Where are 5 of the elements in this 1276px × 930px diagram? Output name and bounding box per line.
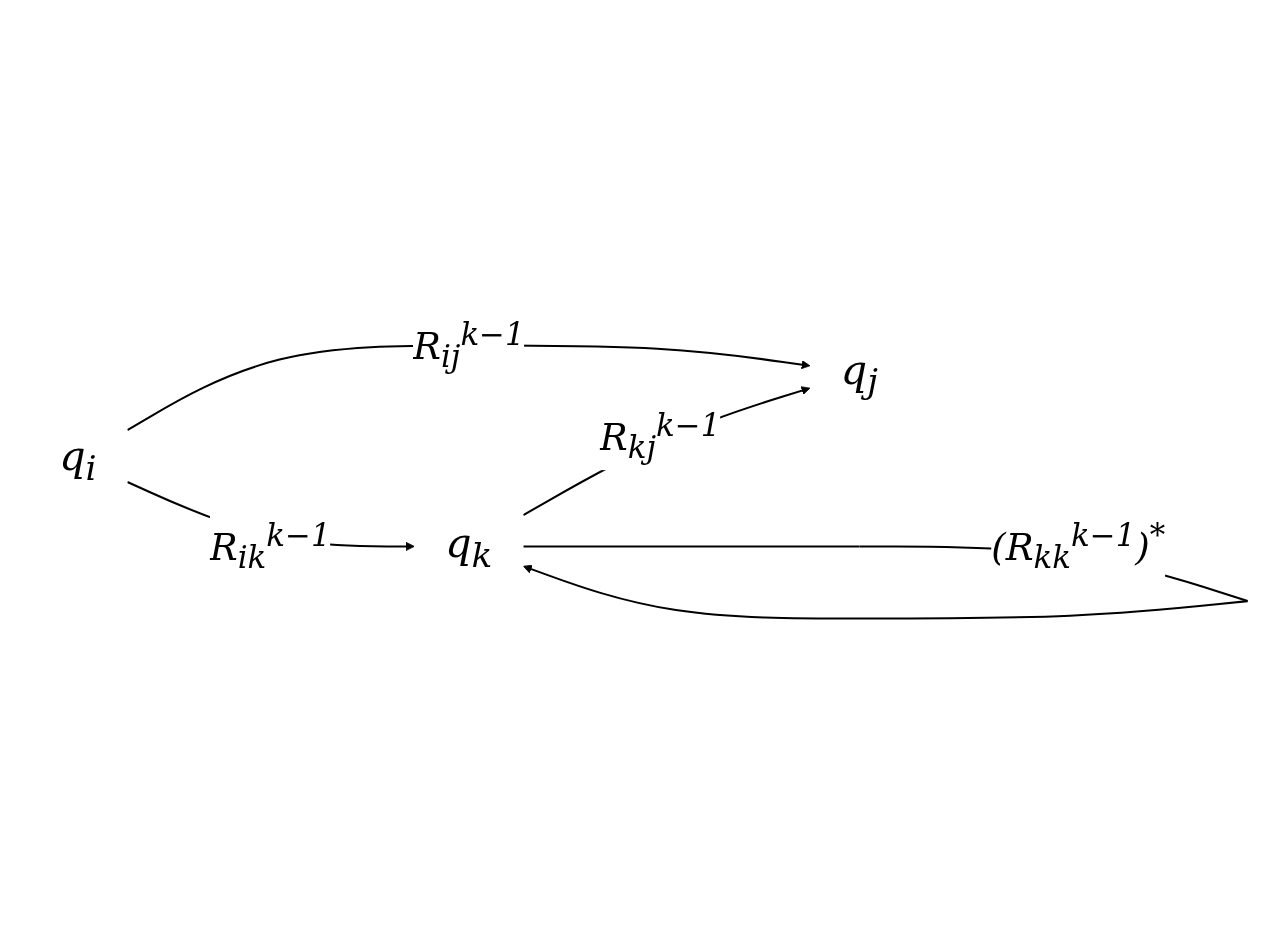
arrow [522, 386, 811, 516]
node-text: q$_{j}$ [840, 345, 878, 402]
edge-label: (R$_{kk}$$^{k−1}$)$^{*}$ [991, 517, 1166, 576]
node-text: q$_{k}$ [445, 519, 493, 575]
node-text: q$_{i}$ [59, 432, 97, 488]
